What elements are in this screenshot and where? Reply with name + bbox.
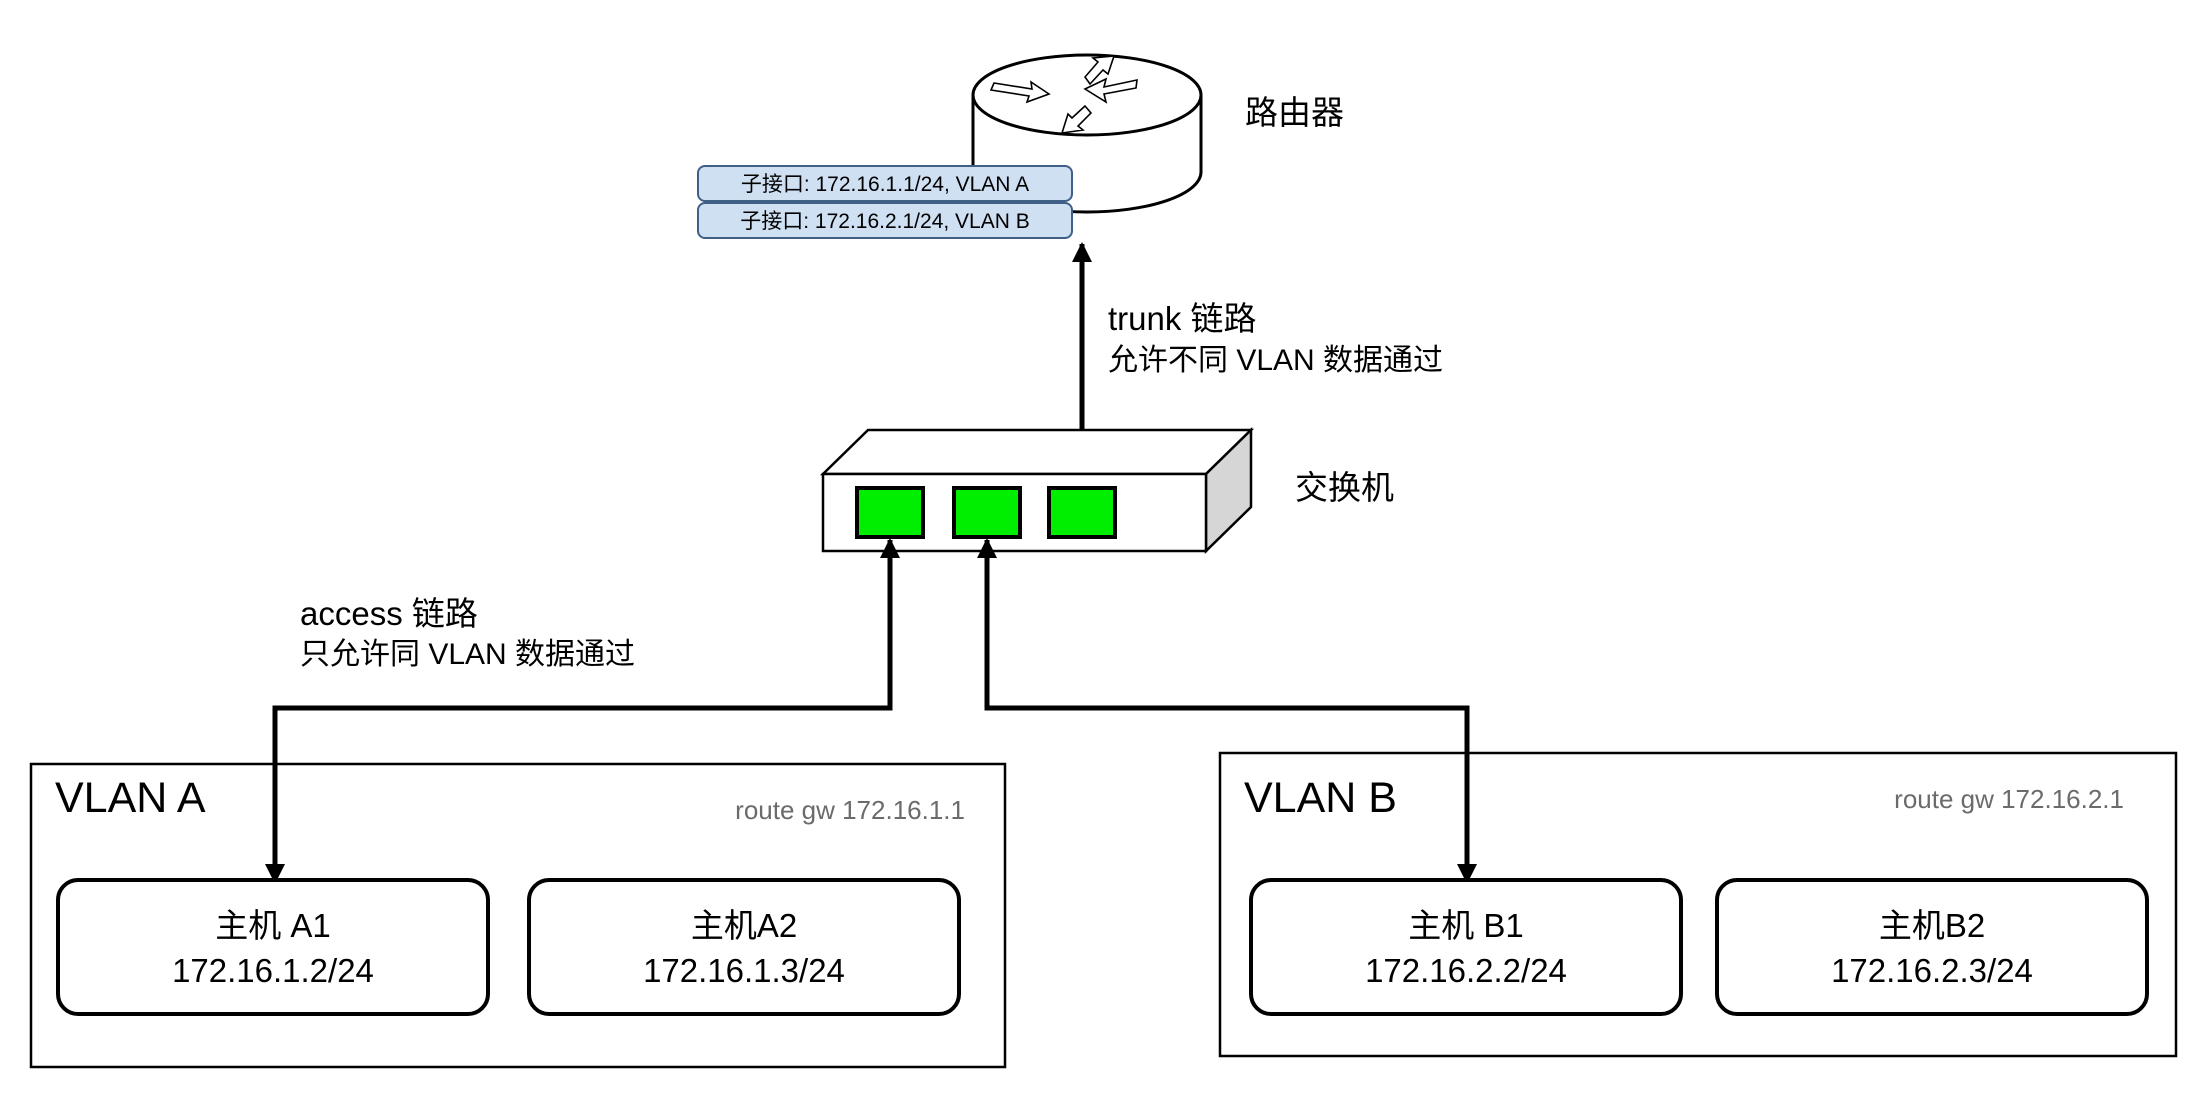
host-a2-ip: 172.16.1.3/24	[643, 952, 845, 989]
router-arrows-icon	[989, 55, 1138, 134]
trunk-link-description: 允许不同 VLAN 数据通过	[1108, 344, 1443, 377]
trunk-link-title: trunk 链路	[1108, 300, 1257, 337]
subinterface-b-text: 子接口: 172.16.2.1/24, VLAN B	[740, 210, 1030, 233]
access-link-description: 只允许同 VLAN 数据通过	[300, 638, 635, 671]
host-a1-name: 主机 A1	[215, 907, 331, 944]
host-a2-name: 主机A2	[691, 907, 797, 944]
host-a1-ip: 172.16.1.2/24	[172, 952, 374, 989]
host-b1-name: 主机 B1	[1408, 907, 1524, 944]
subinterface-box-b	[697, 202, 1073, 239]
vlan-b-route: route gw 172.16.2.1	[1894, 784, 2124, 814]
vlan-a-route: route gw 172.16.1.1	[735, 795, 965, 825]
vlan-a-group: VLAN A route gw 172.16.1.1 主机 A1 172.16.…	[29, 762, 1007, 1069]
access-links: access 链路 只允许同 VLAN 数据通过	[265, 538, 1477, 884]
host-b2-ip: 172.16.2.3/24	[1831, 952, 2033, 989]
access-link-a1	[265, 538, 900, 884]
vlan-b-group: VLAN B route gw 172.16.2.1 主机 B1 172.16.…	[1218, 751, 2178, 1058]
subinterface-a-text: 子接口: 172.16.1.1/24, VLAN A	[741, 173, 1029, 196]
switch-port-3	[1047, 486, 1117, 539]
vlan-a-title: VLAN A	[55, 774, 206, 822]
access-link-title: access 链路	[300, 595, 478, 632]
host-b1-ip: 172.16.2.2/24	[1365, 952, 1567, 989]
host-b1-box	[1249, 878, 1683, 1016]
switch: 交换机	[819, 427, 1394, 554]
vlan-b-box	[1218, 751, 2178, 1058]
host-b2-box	[1715, 878, 2149, 1016]
switch-port-2	[952, 486, 1022, 539]
switch-port-1	[855, 486, 925, 539]
vlan-a-box	[29, 762, 1007, 1069]
vlan-b-title: VLAN B	[1244, 774, 1397, 822]
subinterface-list: 子接口: 172.16.1.1/24, VLAN A 子接口: 172.16.2…	[697, 165, 1073, 239]
switch-top	[819, 428, 1255, 476]
trunk-link: trunk 链路 允许不同 VLAN 数据通过	[1072, 242, 1443, 490]
host-b2-name: 主机B2	[1879, 907, 1985, 944]
host-a1-box	[56, 878, 490, 1016]
host-a2-box	[527, 878, 961, 1016]
subinterface-box-a	[697, 165, 1073, 202]
switch-label: 交换机	[1295, 469, 1394, 506]
access-link-b1	[977, 538, 1477, 884]
router-label: 路由器	[1245, 94, 1344, 131]
